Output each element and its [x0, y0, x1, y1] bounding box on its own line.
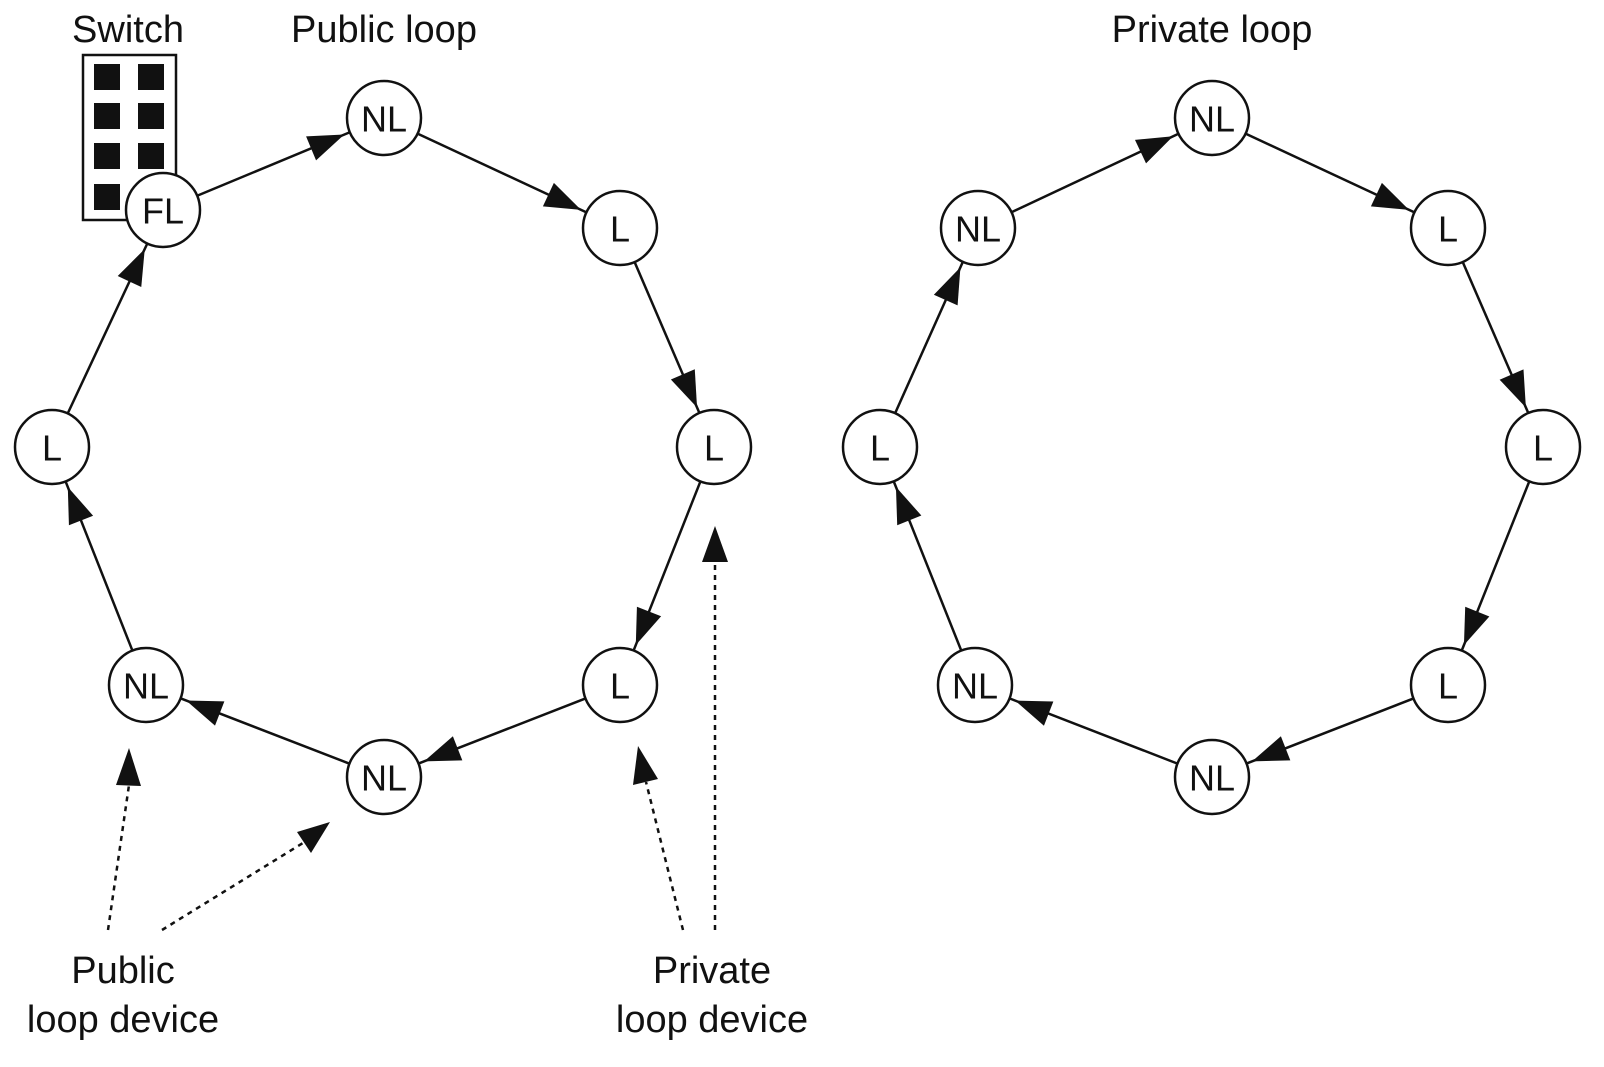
public-loop-node-label: L [704, 428, 724, 469]
public-loop-arrowhead [670, 369, 698, 408]
public-loop-node-circle [13, 408, 91, 486]
public-loop-node-label: L [610, 666, 630, 707]
private-loop-node-label: NL [1189, 758, 1235, 799]
public-loop-node-nl: NL [345, 79, 423, 157]
public-loop-arrowhead [186, 700, 225, 726]
public-loop-arrowhead [424, 736, 463, 762]
public-loop-node-label: NL [361, 99, 407, 140]
public-loop-node-label: FL [142, 191, 184, 232]
private-loop: NL L L L NL NL L NL [841, 79, 1582, 816]
private-loop-node-circle [1504, 408, 1582, 486]
private-loop-node-l: L [1409, 646, 1487, 724]
private-loop-arrowhead [1252, 736, 1291, 762]
private-loop-arrowhead [1370, 182, 1410, 210]
public-loop-node-circle [107, 646, 185, 724]
private-pointer-arrowhead-2 [702, 526, 728, 562]
private-loop-arrowhead [1463, 606, 1490, 646]
private-loop-node-circle [939, 189, 1017, 267]
private-loop-title: Private loop [1112, 9, 1313, 51]
public-loop-arrowhead [117, 248, 145, 288]
private-loop-node-label: L [870, 428, 890, 469]
switch-label: Switch [72, 9, 184, 51]
private-loop-node-circle [1173, 79, 1251, 157]
public-loop-node-nl: NL [345, 738, 423, 816]
private-loop-node-circle [1173, 738, 1251, 816]
private-pointer-line-1 [644, 781, 685, 931]
public-loop-node-label: NL [123, 666, 169, 707]
public-loop-arrowhead [635, 606, 662, 646]
private-pointer-arrowhead-1 [633, 746, 658, 785]
public-device-caption-line2: loop device [27, 999, 219, 1041]
private-loop-node-label: L [1438, 666, 1458, 707]
private-loop-arrowhead [1499, 369, 1526, 408]
private-loop-node-l: L [1504, 408, 1582, 486]
public-loop-node-l: L [13, 408, 91, 486]
private-loop-arrowhead [933, 267, 961, 306]
public-loop-node-fl: FL [124, 171, 202, 249]
private-loop-node-label: NL [955, 209, 1001, 250]
private-loop-arrowhead [1134, 136, 1174, 164]
public-loop-node-circle [675, 408, 753, 486]
private-loop-node-l: L [841, 408, 919, 486]
public-loop-node-circle [345, 738, 423, 816]
public-loop-node-l: L [581, 189, 659, 267]
private-loop-node-label: L [1533, 428, 1553, 469]
public-loop-node-circle [581, 646, 659, 724]
private-loop-node-circle [936, 646, 1014, 724]
public-loop-arrowhead [542, 182, 582, 210]
private-device-caption-line1: Private [653, 950, 771, 992]
public-pointer-line-1 [106, 784, 131, 931]
private-loop-node-circle [841, 408, 919, 486]
public-loop-node-nl: NL [107, 646, 185, 724]
public-pointer-arrowhead-1 [116, 748, 141, 786]
public-loop-node-label: L [610, 209, 630, 250]
private-loop-node-circle [1409, 189, 1487, 267]
private-loop-node-label: L [1438, 209, 1458, 250]
private-loop-node-nl: NL [939, 189, 1017, 267]
public-device-pointers [106, 748, 330, 932]
public-loop-node-circle [124, 171, 202, 249]
public-device-caption-line1: Public [71, 950, 175, 992]
public-loop-node-l: L [581, 646, 659, 724]
private-loop-node-nl: NL [1173, 79, 1251, 157]
private-loop-arrowhead [1015, 700, 1054, 726]
private-loop-arrowhead [895, 486, 922, 526]
public-loop-node-circle [345, 79, 423, 157]
private-loop-node-label: NL [952, 666, 998, 707]
private-loop-node-nl: NL [1173, 738, 1251, 816]
public-loop-arrowhead [306, 134, 345, 161]
public-loop-node-l: L [675, 408, 753, 486]
public-loop-node-circle [581, 189, 659, 267]
private-device-caption-line2: loop device [616, 999, 808, 1041]
public-loop-arrowhead [67, 486, 94, 526]
public-loop-title: Public loop [291, 9, 477, 51]
private-loop-node-circle [1409, 646, 1487, 724]
public-pointer-arrowhead-2 [297, 822, 330, 853]
public-loop-node-label: L [42, 428, 62, 469]
public-loop-node-label: NL [361, 758, 407, 799]
private-loop-node-l: L [1409, 189, 1487, 267]
public-loop: NL L L L NL NL L FL [13, 79, 753, 816]
private-device-pointers [633, 526, 728, 931]
public-pointer-line-2 [161, 841, 304, 932]
private-loop-node-nl: NL [936, 646, 1014, 724]
private-loop-node-label: NL [1189, 99, 1235, 140]
switch-icon [81, 53, 178, 222]
